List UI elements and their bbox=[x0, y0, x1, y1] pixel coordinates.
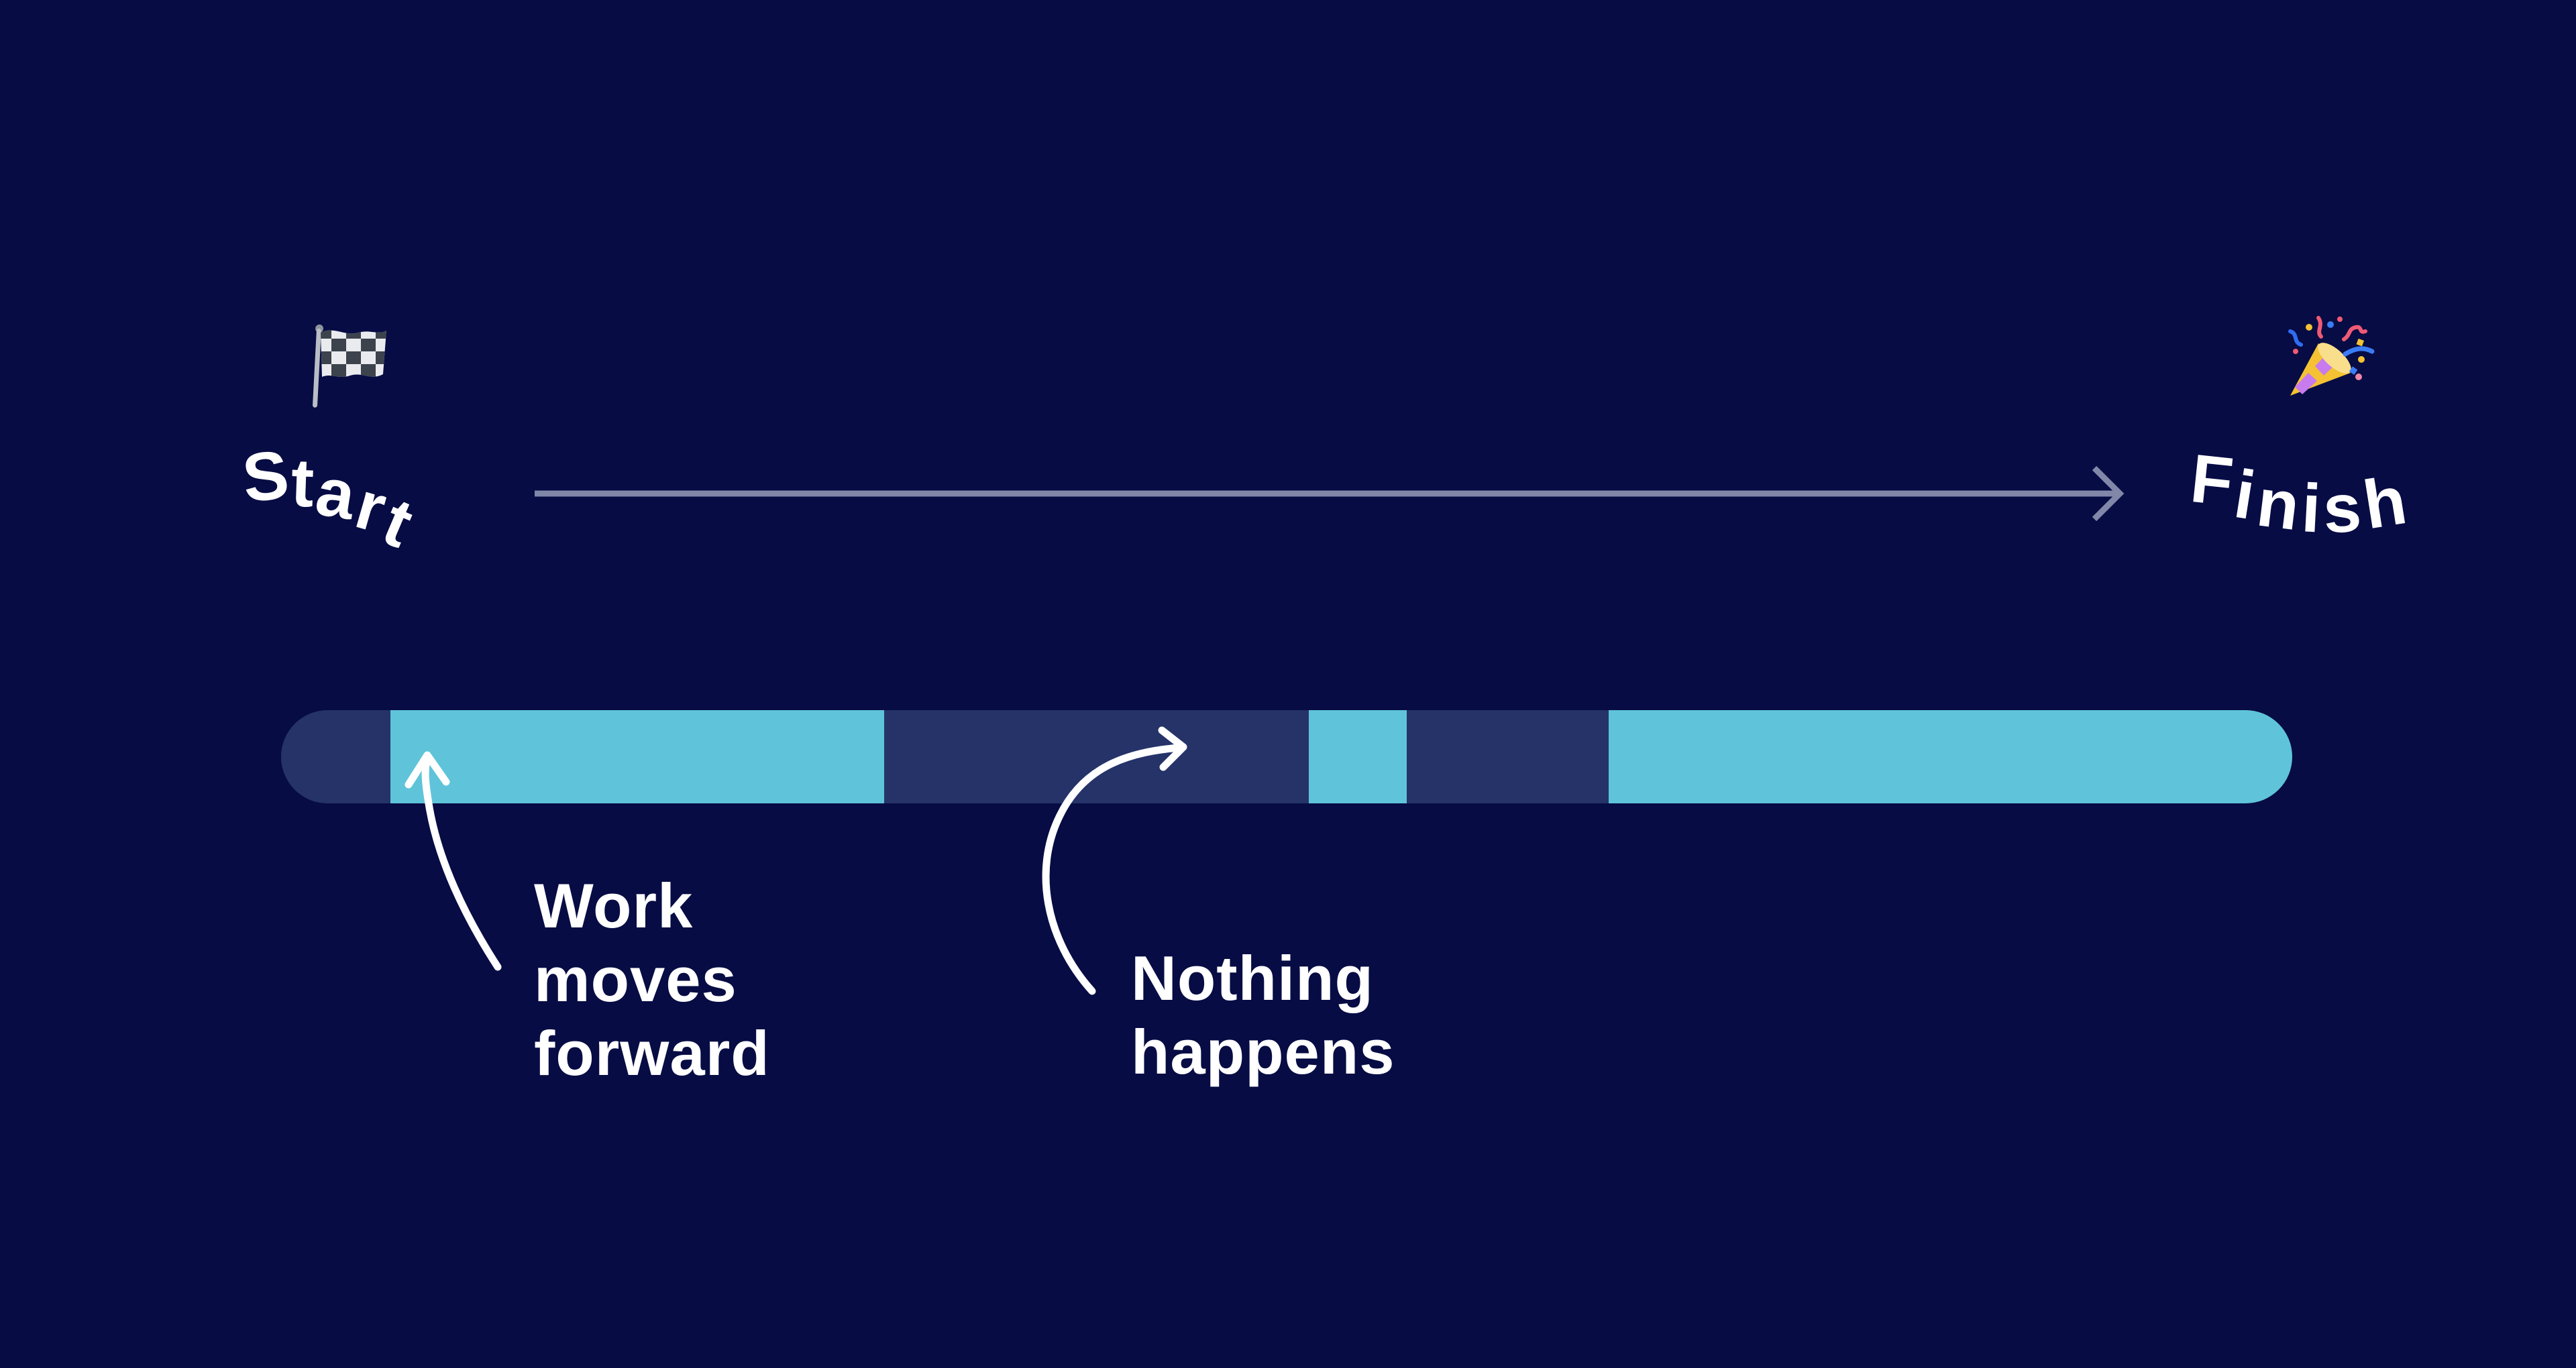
progress-bar bbox=[281, 710, 2292, 803]
progress-segment-idle bbox=[281, 710, 390, 803]
arc-letter: s bbox=[2321, 469, 2366, 548]
progress-segment-active bbox=[390, 710, 884, 803]
popper-confetti bbox=[2288, 316, 2375, 380]
arc-letter: F bbox=[2187, 439, 2240, 521]
annotation-line: forward bbox=[534, 1018, 770, 1088]
annotation-line: Work bbox=[534, 870, 694, 941]
timeline-arrowhead bbox=[2092, 465, 2125, 522]
popper-cone bbox=[2290, 343, 2351, 396]
annotation-line: Nothing bbox=[1131, 943, 1374, 1013]
progress-segment-active bbox=[1309, 710, 1407, 803]
start-label: Start bbox=[239, 436, 426, 563]
arc-letter: n bbox=[2253, 463, 2306, 545]
progress-segment-idle bbox=[1406, 710, 1609, 803]
annotation-line: moves bbox=[534, 944, 737, 1015]
checkered-flag-icon bbox=[313, 324, 386, 408]
arc-letter: S bbox=[239, 435, 295, 517]
arc-letter: h bbox=[2358, 461, 2414, 544]
flag-pole bbox=[313, 328, 321, 408]
party-popper-icon bbox=[2288, 316, 2375, 396]
annotation-line: happens bbox=[1131, 1017, 1395, 1087]
progress-segment-active bbox=[1608, 710, 2292, 803]
finish-label: Finish bbox=[2187, 440, 2414, 548]
progress-segment-idle bbox=[884, 710, 1309, 803]
flag-cloth bbox=[321, 330, 386, 377]
